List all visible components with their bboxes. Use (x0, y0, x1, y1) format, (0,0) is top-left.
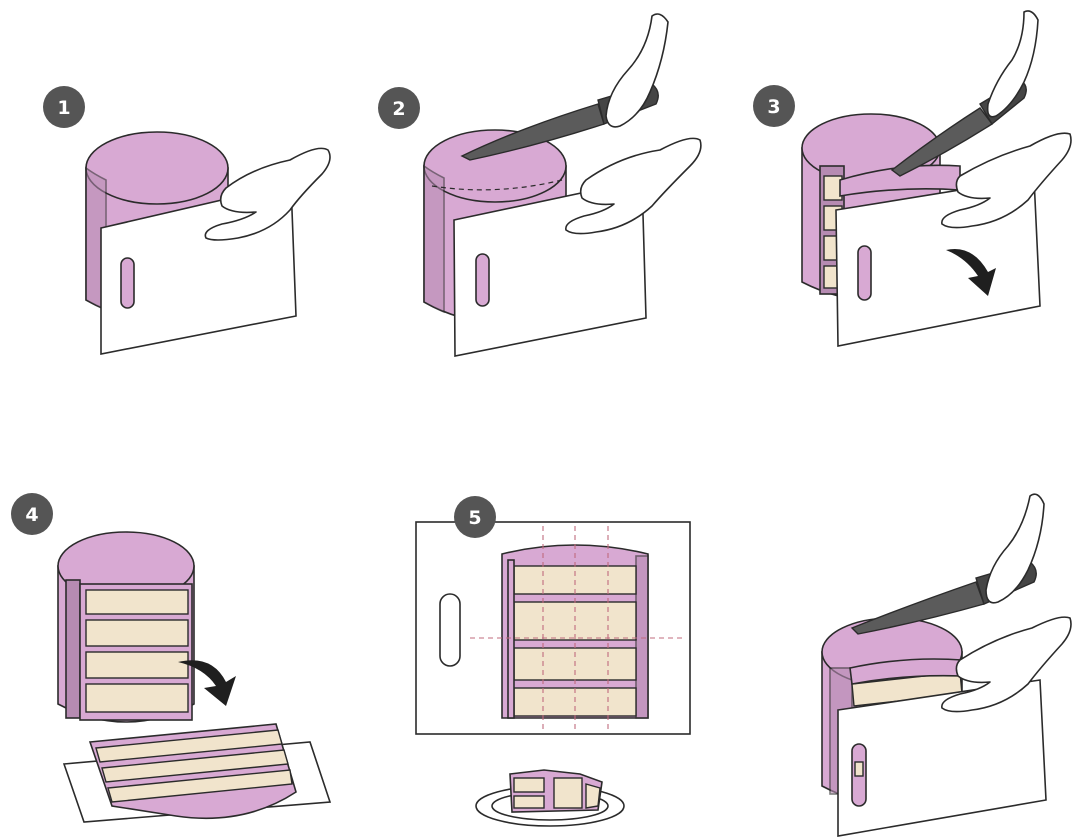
step-2-badge: 2 (378, 87, 420, 129)
step-1-badge: 1 (43, 86, 85, 128)
cake-slices (90, 724, 296, 818)
step-4-number: 4 (25, 504, 38, 526)
step-3-panel (802, 11, 1071, 346)
step-2-number: 2 (392, 98, 405, 120)
cake-icon (58, 532, 194, 722)
step-1-number: 1 (57, 97, 70, 119)
cake-piece (510, 770, 602, 812)
step-5-badge: 5 (454, 496, 496, 538)
step-5-number: 5 (468, 507, 481, 529)
step-5-panel (416, 522, 690, 826)
step-3-number: 3 (767, 96, 780, 118)
step-3-badge: 3 (753, 85, 795, 127)
step-6-panel (822, 494, 1071, 836)
step-1-panel (86, 132, 330, 354)
step-2-panel (424, 14, 701, 356)
step-4-badge: 4 (11, 493, 53, 535)
step-4-panel (58, 532, 330, 822)
